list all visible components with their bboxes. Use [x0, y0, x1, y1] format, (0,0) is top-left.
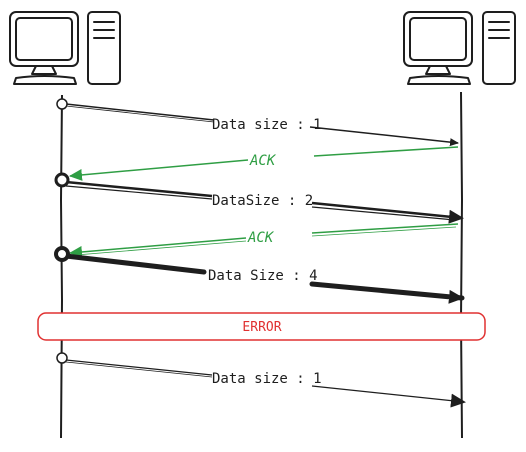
ack-2-label: ACK	[247, 230, 275, 246]
left-tower	[87, 11, 121, 85]
left-monitor-base	[13, 75, 77, 85]
right-lifeline	[459, 91, 464, 439]
left-monitor-screen	[15, 17, 73, 61]
message-1-sketch-line	[65, 105, 215, 123]
message-1-start-dot	[56, 98, 68, 110]
message-3-start-dot	[54, 246, 70, 262]
right-monitor-screen	[409, 17, 467, 61]
message-2: DataSize : 2	[54, 172, 462, 221]
ack-2-sketch-line	[75, 226, 457, 256]
message-4-arrow	[65, 359, 464, 402]
right-tower	[482, 11, 516, 85]
message-2-sketch-line	[65, 185, 456, 221]
message-2-start-dot	[54, 172, 70, 188]
message-4-start-dot	[56, 352, 68, 364]
left-computer-icon	[9, 11, 121, 85]
message-4-label: Data size : 1	[212, 371, 322, 387]
error-banner: ERROR	[37, 312, 486, 341]
message-1: Data size : 1	[56, 98, 458, 143]
message-2-arrow	[65, 180, 462, 218]
ack-2: ACK	[70, 223, 459, 256]
ack-2-arrow	[70, 223, 459, 253]
message-3-arrow	[63, 253, 462, 298]
error-label: ERROR	[242, 320, 281, 335]
ack-1-label: ACK	[249, 153, 277, 169]
error-box	[37, 312, 486, 341]
left-monitor-neck	[31, 65, 57, 75]
right-monitor-base	[407, 75, 471, 85]
right-computer-icon	[403, 11, 516, 85]
message-3: Data Size : 4	[54, 246, 462, 298]
message-2-label: DataSize : 2	[212, 193, 313, 209]
message-1-label: Data size : 1	[212, 117, 322, 133]
message-1-arrow	[65, 103, 458, 143]
left-lifeline	[59, 94, 64, 439]
right-monitor-neck	[425, 65, 451, 75]
ack-1: ACK	[70, 146, 459, 176]
message-4-sketch-line	[65, 361, 213, 378]
left-monitor-frame	[9, 11, 79, 67]
message-4: Data size : 1	[56, 352, 464, 402]
ack-1-arrow	[70, 146, 459, 176]
message-3-label: Data Size : 4	[208, 268, 318, 284]
right-monitor-frame	[403, 11, 473, 67]
